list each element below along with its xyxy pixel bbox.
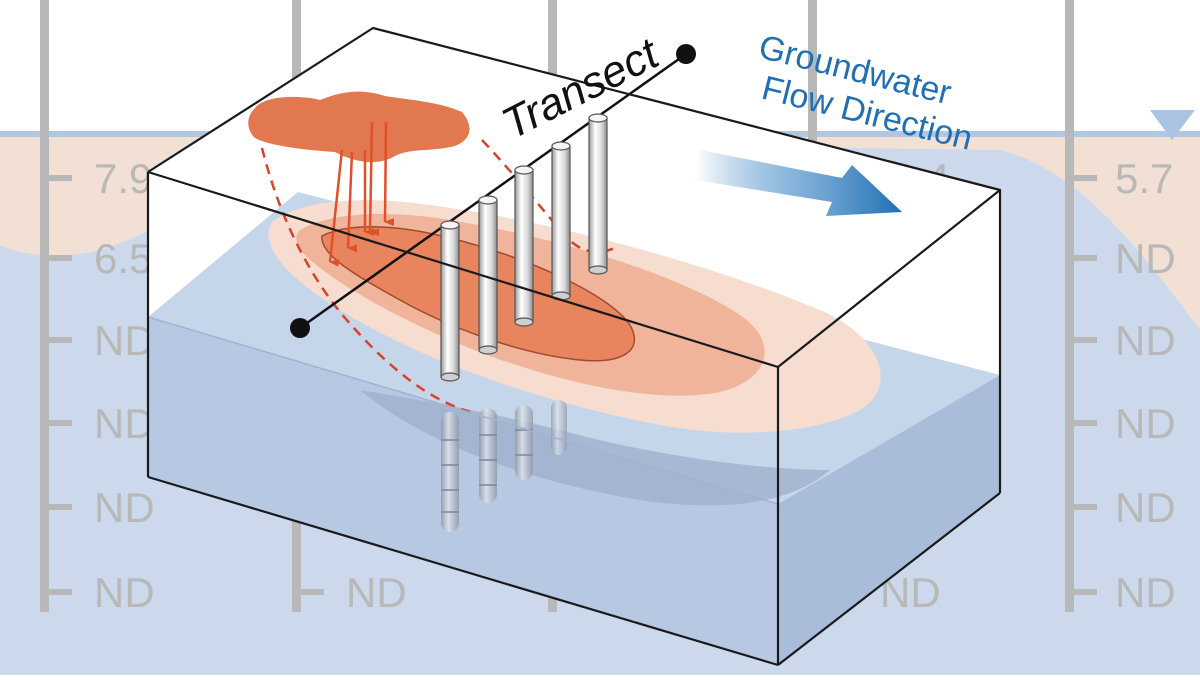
vadose-boundary-left xyxy=(260,147,471,414)
bg-value: 7.9 xyxy=(94,155,152,202)
bg-value: ND xyxy=(346,569,407,616)
bg-value: ND xyxy=(94,400,155,447)
transect-endpoint-icon xyxy=(290,318,310,338)
source-zone xyxy=(248,91,470,163)
infiltration-arrows xyxy=(328,121,395,267)
plume-core-contour xyxy=(321,226,636,362)
water-table-marker-icon xyxy=(1150,110,1195,140)
flow-direction-arrow-icon xyxy=(695,150,902,216)
bg-value: 6.5 xyxy=(94,235,152,282)
monitoring-well xyxy=(588,113,608,275)
bg-value: ND xyxy=(1115,317,1176,364)
boring-column-1 xyxy=(40,0,49,612)
bg-value: ND xyxy=(94,484,155,531)
bg-value: ND xyxy=(94,569,155,616)
monitoring-well xyxy=(551,141,571,301)
monitoring-well xyxy=(440,220,460,382)
aquifer-block xyxy=(146,26,1002,667)
monitoring-well xyxy=(514,165,534,327)
transect-line xyxy=(299,52,687,330)
infiltration-arrow-icon xyxy=(383,121,395,227)
transect-endpoint-icon xyxy=(676,44,696,64)
saturated-zone-side xyxy=(778,375,1000,665)
well-screen-3 xyxy=(515,405,533,480)
block-outline xyxy=(146,26,1002,667)
bg-value: ND xyxy=(1115,400,1176,447)
infiltration-arrow-icon xyxy=(346,151,358,253)
well-screen-2 xyxy=(479,408,497,503)
bg-value: ND xyxy=(1115,235,1176,282)
background-contamination xyxy=(0,134,1200,330)
water-front-edge xyxy=(147,316,779,505)
boring-column-5 xyxy=(1065,0,1074,612)
plume-shadow xyxy=(360,390,830,506)
well-screen-1 xyxy=(441,412,459,532)
bg-value: ND xyxy=(94,317,155,364)
bg-value: ND xyxy=(1115,569,1176,616)
infiltration-arrow-icon xyxy=(328,149,344,267)
bg-value: 5.7 xyxy=(1115,155,1173,202)
bg-value: ND xyxy=(1115,484,1176,531)
saturated-zone-front xyxy=(148,317,778,665)
background-ticks xyxy=(45,175,1097,595)
well-screen-4 xyxy=(551,400,567,455)
infiltration-arrow-icon xyxy=(368,121,380,237)
well-screens-submerged xyxy=(441,400,567,532)
